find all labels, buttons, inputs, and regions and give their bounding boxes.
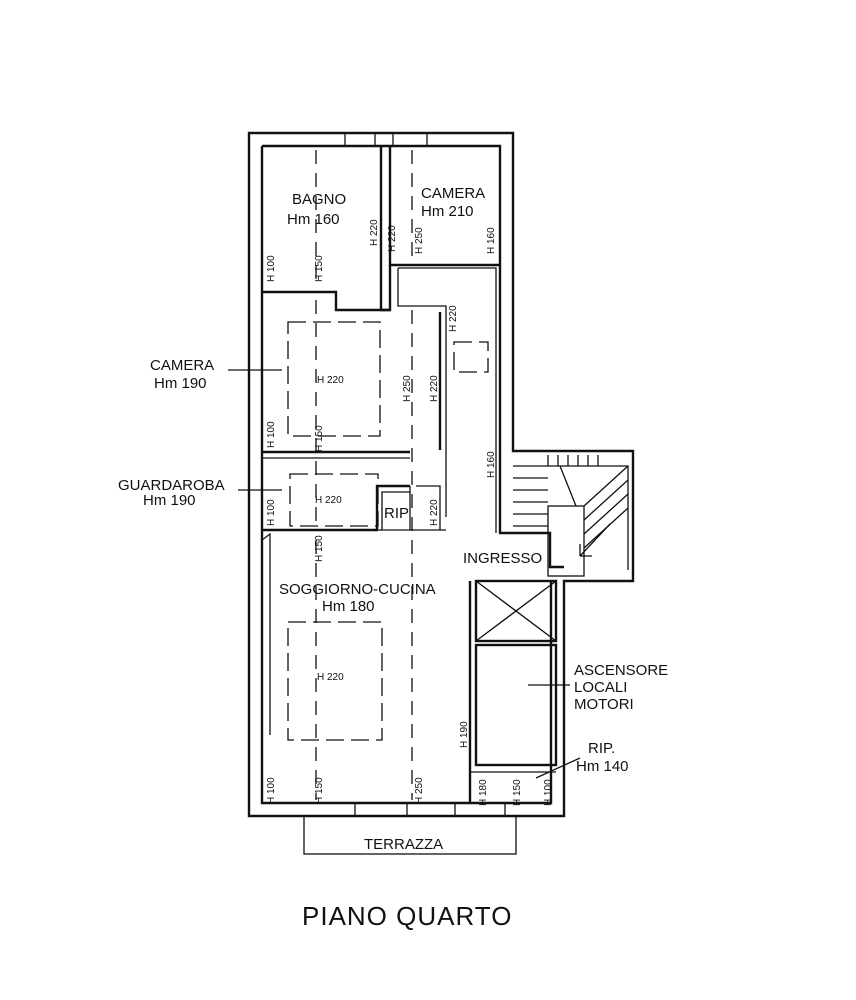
- bagno-right-mark: H 220: [369, 219, 380, 246]
- ascensore-label-2: LOCALI: [574, 679, 627, 696]
- camera-top-height: Hm 210: [421, 203, 474, 220]
- rip-bottom-label: RIP.: [588, 740, 615, 757]
- camera-left-center-mark: H 220: [317, 375, 344, 386]
- corridor-side-mark: H 160: [486, 451, 497, 478]
- soggiorno-mid-mark: H 150: [314, 777, 325, 804]
- interior-walls: [261, 146, 558, 803]
- guardaroba-height: Hm 190: [143, 492, 196, 509]
- soggiorno-left-mark: H 100: [266, 777, 277, 804]
- rip-small-side-mark: H 220: [429, 499, 440, 526]
- rip-bottom-height: Hm 140: [576, 758, 629, 775]
- ingresso-label: INGRESSO: [463, 550, 542, 567]
- bagno-label: BAGNO: [292, 191, 346, 208]
- rip-small-label: RIP: [384, 505, 409, 522]
- rip-bottom-1-mark: H 180: [478, 779, 489, 806]
- bagno-left-mark: H 100: [266, 255, 277, 282]
- camera-left-bottom-mark: H 150: [314, 425, 325, 452]
- camera-top-mid-mark: H 250: [414, 227, 425, 254]
- corridor-top-mark: H 220: [448, 305, 459, 332]
- rip-bottom-2-mark: H 150: [512, 779, 523, 806]
- bagno-mid-mark: H 150: [314, 255, 325, 282]
- soggiorno-center-mark: H 220: [317, 672, 344, 683]
- terrazza-label: TERRAZZA: [364, 836, 443, 853]
- top-windows: [344, 132, 428, 147]
- guardaroba-left-mark: H 100: [266, 499, 277, 526]
- soggiorno-height: Hm 180: [322, 598, 375, 615]
- soggiorno-top-mark: H 150: [314, 535, 325, 562]
- camera-left-height: Hm 190: [154, 375, 207, 392]
- camera-left-left-mark: H 100: [266, 421, 277, 448]
- guardaroba-label: GUARDAROBA: [118, 477, 225, 494]
- ascensore-label-3: MOTORI: [574, 696, 634, 713]
- guardaroba-center-mark: H 220: [315, 495, 342, 506]
- ascensore-side-mark: H 190: [459, 721, 470, 748]
- soggiorno-right-mark: H 250: [414, 777, 425, 804]
- height-lines: [287, 150, 489, 800]
- rip-bottom-3-mark: H 100: [543, 779, 554, 806]
- soggiorno-label: SOGGIORNO-CUCINA: [279, 581, 436, 598]
- ascensore-label-1: ASCENSORE: [574, 662, 668, 679]
- terrace: [303, 815, 517, 855]
- bagno-height: Hm 160: [287, 211, 340, 228]
- camera-top-left-mark: H 220: [387, 225, 398, 252]
- camera-top-right-mark: H 160: [486, 227, 497, 254]
- plan-title: PIANO QUARTO: [302, 901, 512, 931]
- camera-left-right-mark: H 220: [429, 375, 440, 402]
- leader-lines: [228, 369, 581, 779]
- camera-left-label: CAMERA: [150, 357, 214, 374]
- camera-top-label: CAMERA: [421, 185, 485, 202]
- camera-left-mid-mark: H 250: [402, 375, 413, 402]
- staircase: [513, 455, 629, 577]
